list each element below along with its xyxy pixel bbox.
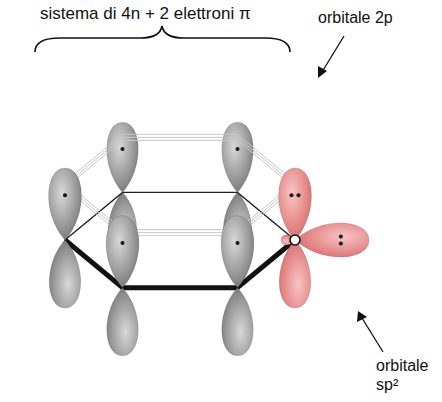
orbital-lobe	[107, 288, 138, 356]
orbital-label: orbitale 2p	[318, 8, 393, 27]
orbital-lobe	[295, 223, 369, 257]
nitrogen-atom	[290, 235, 300, 245]
electron	[236, 241, 240, 245]
lobe-shape	[279, 240, 310, 308]
electron	[297, 193, 301, 197]
lobe-shape	[49, 240, 80, 308]
orbital-lobe	[279, 240, 310, 308]
leader-line	[322, 36, 344, 72]
overlap-hint	[123, 229, 238, 230]
lobe-shape	[222, 288, 253, 356]
lobe-shape	[279, 168, 312, 240]
lobe-shape	[107, 122, 138, 192]
electron	[339, 242, 343, 246]
hexagon-ring	[65, 134, 295, 287]
arrowhead	[357, 311, 367, 322]
leader-line	[362, 318, 383, 352]
lobe-shape	[295, 223, 369, 257]
overlap-hint	[123, 134, 238, 135]
lobe-shape	[107, 288, 138, 356]
orbital-label: orbitale sp²	[376, 356, 438, 394]
ring-front-edge	[65, 240, 295, 288]
bracket-label: sistema di 4n + 2 elettroni π	[40, 4, 251, 24]
lobe-shape	[106, 216, 139, 288]
orbital-lobe	[222, 122, 253, 192]
overlap-hint	[123, 140, 238, 141]
front-orbitals	[49, 168, 369, 356]
orbital-lobe	[279, 168, 312, 240]
overlap-hint	[123, 232, 238, 233]
ring-outline	[65, 192, 295, 287]
orbital-lobe	[107, 122, 138, 192]
arrowhead	[318, 66, 327, 78]
orbital-lobe	[49, 240, 80, 308]
brace	[35, 26, 290, 52]
lobe-shape	[222, 122, 253, 192]
orbital-lobe	[106, 216, 139, 288]
orbital-lobe	[49, 168, 82, 240]
electron	[121, 241, 125, 245]
orbital-lobe	[221, 216, 254, 288]
overlap-hint	[123, 137, 238, 138]
electron	[236, 147, 240, 151]
lobe-shape	[49, 168, 82, 240]
overlap-hint	[123, 235, 238, 236]
lobe-shape	[221, 216, 254, 288]
electron	[290, 193, 294, 197]
orbital-lobe	[222, 288, 253, 356]
electron	[339, 235, 343, 239]
electron	[121, 147, 125, 151]
electron	[63, 193, 67, 197]
